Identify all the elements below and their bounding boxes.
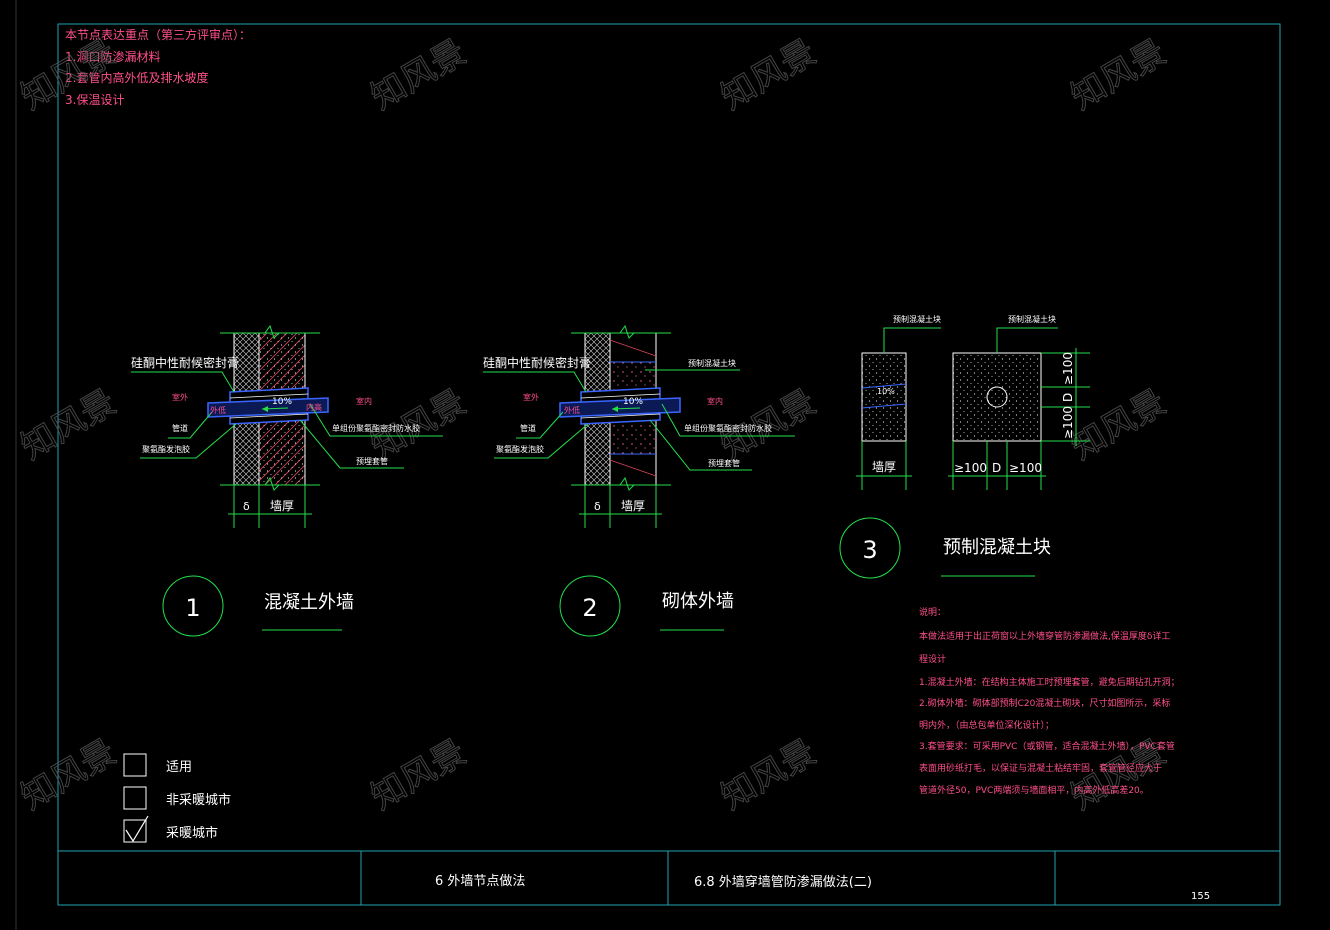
detail-title: 混凝土外墙 bbox=[264, 592, 354, 613]
detail-number: 1 bbox=[185, 594, 200, 622]
sleeve-label: 预埋套管 bbox=[708, 458, 740, 468]
notes-title: 说明： bbox=[919, 606, 946, 618]
review-note-heading: 本节点表达重点（第三方评审点）： bbox=[65, 27, 251, 42]
block-label: 预制混凝土块 bbox=[1008, 314, 1056, 324]
inside-label: 室内 bbox=[707, 396, 723, 406]
precast-label: 预制混凝土块 bbox=[688, 358, 736, 368]
watermark: 知风景 bbox=[15, 732, 123, 818]
detail-number: 2 bbox=[582, 594, 597, 622]
detail-3-precast-block: 预制混凝土块 预制混凝土块 10% 墙厚 ≥100 D ≥100 ≥100 D … bbox=[839, 314, 1090, 579]
title-block: 6 外墙节点做法 6.8 外墙穿墙管防渗漏做法(二) 155 bbox=[58, 850, 1280, 905]
thickness-label: 墙厚 bbox=[621, 499, 645, 513]
mortar-label: 单组份聚氨酯密封防水胶 bbox=[684, 423, 772, 433]
outer-low-tag: 外低 bbox=[210, 405, 226, 415]
detail-number: 3 bbox=[862, 536, 877, 564]
notes-block: 说明： 本做法适用于出正荷窗以上外墙穿管防渗漏做法,保温厚度δ详工 程设计 1.… bbox=[919, 606, 1180, 796]
outside-label: 室外 bbox=[523, 392, 539, 402]
notes-line: 表面用砂纸打毛，以保证与混凝土粘结牢固，套管管径应大于 bbox=[919, 762, 1162, 774]
outside-label: 室外 bbox=[172, 392, 188, 402]
watermark: 知风景 bbox=[1065, 32, 1173, 118]
review-note-item: 3.保温设计 bbox=[65, 93, 124, 107]
section-title: 6 外墙节点做法 bbox=[435, 874, 525, 889]
legend-checkbox-applicable[interactable] bbox=[123, 753, 147, 777]
notes-line: 本做法适用于出正荷窗以上外墙穿管防渗漏做法,保温厚度δ详工 bbox=[919, 630, 1170, 642]
thickness-label: 墙厚 bbox=[872, 460, 896, 474]
legend-label: 采暖城市 bbox=[166, 825, 218, 841]
pipe-label: 管道 bbox=[172, 423, 188, 433]
notes-line: 程设计 bbox=[919, 653, 946, 665]
block-section bbox=[861, 352, 907, 442]
watermark: 知风景 bbox=[365, 732, 473, 818]
foam-label: 聚氨酯发泡胶 bbox=[496, 444, 544, 454]
dim-label: D bbox=[1061, 393, 1075, 402]
drawing-frame bbox=[57, 23, 1281, 906]
review-note: 本节点表达重点（第三方评审点）： 1.洞口防渗漏材料 2.套管内高外低及排水坡度… bbox=[65, 27, 251, 107]
notes-line: 1.混凝土外墙：在结构主体施工时预埋套管，避免后期钻孔开洞； bbox=[919, 676, 1180, 688]
block-elevation bbox=[952, 352, 1042, 442]
watermark: 知风景 bbox=[715, 32, 823, 118]
notes-line: 明内外，（由总包单位深化设计）； bbox=[919, 719, 1054, 731]
legend-checkbox-non-heating[interactable] bbox=[123, 786, 147, 810]
notes-line: 2.砌体外墙：砌体部预制C20混凝土砌块，尺寸如图所示，采标 bbox=[919, 697, 1170, 709]
dim-label: ≥100 bbox=[1061, 406, 1075, 439]
slope-label: 10% bbox=[623, 397, 643, 407]
watermark: 知风景 bbox=[715, 732, 823, 818]
sealant-label: 硅酮中性耐候密封膏 bbox=[131, 355, 239, 370]
sleeve-label: 预埋套管 bbox=[356, 456, 388, 466]
slope-label: 10% bbox=[877, 387, 895, 396]
sealant-label: 硅酮中性耐候密封膏 bbox=[483, 355, 591, 370]
delta-label: δ bbox=[594, 500, 601, 513]
slope-label: 10% bbox=[272, 397, 292, 407]
legend-label: 适用 bbox=[166, 760, 192, 775]
check-icon bbox=[125, 815, 149, 843]
notes-line: 管道外径50，PVC两端须与墙面相平，内高外低高差20。 bbox=[919, 784, 1149, 796]
review-note-item: 1.洞口防渗漏材料 bbox=[65, 49, 160, 64]
foam-label: 聚氨酯发泡胶 bbox=[142, 444, 190, 454]
legend: 适用 非采暖城市 采暖城市 bbox=[123, 753, 231, 843]
pipe-hole bbox=[986, 386, 1008, 408]
notes-line: 3.套管要求：可采用PVC（或钢管，适合混凝土外墙），PVC套管 bbox=[919, 740, 1175, 752]
watermark: 知风景 bbox=[15, 382, 123, 468]
page-number: 155 bbox=[1191, 891, 1210, 902]
detail-number-bubble bbox=[839, 517, 901, 579]
subsection-title: 6.8 外墙穿墙管防渗漏做法(二) bbox=[694, 874, 872, 890]
detail-title: 砌体外墙 bbox=[662, 591, 734, 612]
review-note-item: 2.套管内高外低及排水坡度 bbox=[65, 70, 208, 85]
block-label: 预制混凝土块 bbox=[893, 314, 941, 324]
outer-low-tag: 外低 bbox=[564, 405, 580, 415]
mortar-label: 单组份聚氨酯密封防水胶 bbox=[332, 423, 420, 433]
pipe bbox=[559, 397, 681, 418]
detail-number-bubble bbox=[162, 575, 224, 637]
detail-2-masonry-wall: 硅酮中性耐候密封膏 管道 聚氨酯发泡胶 预制混凝土块 单组份聚氨酯密封防水胶 预… bbox=[483, 324, 795, 637]
dim-label: ≥100 bbox=[1061, 352, 1075, 385]
dim-label: ≥100 bbox=[954, 461, 987, 475]
detail-title: 预制混凝土块 bbox=[943, 537, 1051, 558]
thickness-label: 墙厚 bbox=[270, 499, 294, 513]
pipe-label: 管道 bbox=[520, 423, 536, 433]
dim-label: ≥100 bbox=[1009, 461, 1042, 475]
inside-label: 室内 bbox=[356, 396, 372, 406]
dim-label: D bbox=[992, 461, 1001, 475]
delta-label: δ bbox=[243, 500, 250, 513]
watermark: 知风景 bbox=[1065, 382, 1173, 468]
detail-number-bubble bbox=[559, 575, 621, 637]
watermark: 知风景 bbox=[365, 32, 473, 118]
legend-checkbox-heating[interactable] bbox=[123, 819, 147, 843]
detail-1-concrete-wall: 硅酮中性耐候密封膏 管道 聚氨酯发泡胶 单组份聚氨酯密封防水胶 预埋套管 室外 … bbox=[131, 324, 443, 637]
legend-label: 非采暖城市 bbox=[166, 792, 231, 808]
inner-high-tag: 内高 bbox=[306, 402, 322, 412]
